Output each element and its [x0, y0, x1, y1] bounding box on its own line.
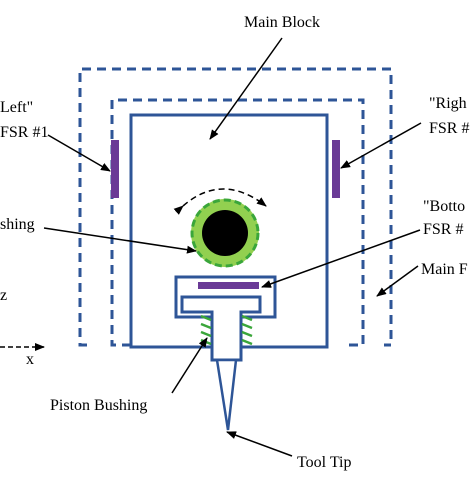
- arrow-bottom-fsr: [261, 229, 421, 288]
- arrow-main-frame: [376, 265, 419, 297]
- label-main-block: Main Block: [244, 14, 320, 31]
- arrow-left-fsr: [47, 134, 111, 172]
- main-frame-inner: [110, 98, 365, 347]
- label-right-line1: "Righ: [429, 95, 467, 112]
- label-left-line2: FSR #1: [0, 124, 48, 141]
- label-left-line1: Left": [0, 99, 33, 116]
- arrow-bushing: [43, 227, 197, 254]
- arrow-right-fsr: [340, 122, 422, 169]
- fsr-bottom-sensor: [198, 282, 259, 289]
- label-x-axis: x: [26, 351, 34, 368]
- bushing-ring-dash: [190, 198, 260, 268]
- fsr-right-sensor: [332, 140, 340, 198]
- piston-bushing-spring-right: [241, 314, 253, 346]
- label-piston-bushing: Piston Bushing: [50, 397, 147, 414]
- rotation-arrow: [173, 188, 267, 215]
- label-bottom-line2: FSR #: [423, 221, 463, 238]
- arrow-piston-bushing: [171, 337, 208, 394]
- bushing-core: [202, 210, 248, 256]
- label-z-axis: z: [0, 287, 7, 304]
- label-bottom-line1: "Botto: [423, 198, 465, 215]
- arrow-tool-tip: [226, 431, 293, 457]
- piston: [180, 295, 262, 362]
- tool-tip: [215, 358, 238, 431]
- label-right-line2: FSR #: [429, 120, 469, 137]
- label-bushing: shing: [0, 216, 35, 233]
- piston-bushing-spring-left: [200, 314, 212, 346]
- label-tool-tip: Tool Tip: [297, 454, 351, 471]
- label-main-frame: Main F: [421, 261, 468, 278]
- fsr-left-sensor: [111, 140, 119, 198]
- arrow-main-block: [209, 37, 283, 140]
- main-frame-outer: [78, 67, 393, 347]
